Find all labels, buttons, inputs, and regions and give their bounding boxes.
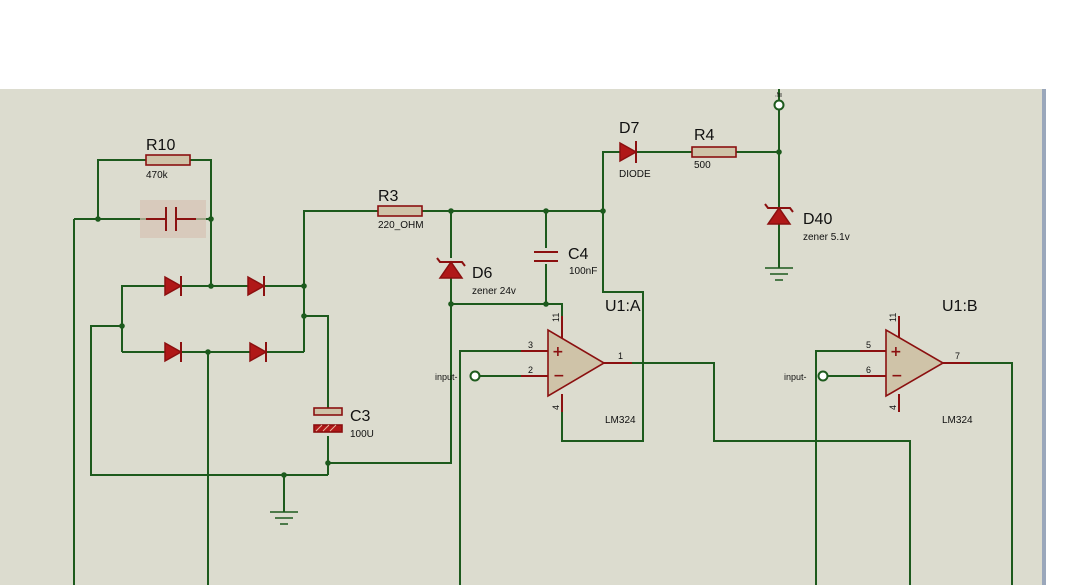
d6-value: zener 24v bbox=[472, 286, 516, 297]
u1b-pin-11: 11 bbox=[888, 313, 898, 322]
u1b-minus: − bbox=[891, 368, 903, 384]
bridge-diode-4[interactable] bbox=[249, 341, 268, 363]
c3-value: 100U bbox=[350, 429, 374, 440]
u1b-plus: + bbox=[890, 344, 902, 360]
input-a-label: input- bbox=[435, 372, 458, 382]
r3-ref: R3 bbox=[378, 188, 399, 205]
u1a-minus: − bbox=[553, 368, 565, 384]
input-terminal-b[interactable]: input- bbox=[784, 370, 829, 383]
c4-value: 100nF bbox=[569, 266, 597, 277]
d40-value: zener 5.1v bbox=[803, 232, 850, 243]
ground-symbol-d40 bbox=[765, 267, 793, 281]
u1b-value: LM324 bbox=[942, 415, 973, 426]
c3-ref: C3 bbox=[350, 408, 371, 425]
top-terminal[interactable]: ir bbox=[773, 89, 785, 111]
input-terminal-a[interactable]: input- bbox=[435, 370, 481, 383]
u1b-pin-6: 6 bbox=[866, 365, 871, 375]
bridge-diode-2[interactable] bbox=[247, 275, 266, 297]
window-border bbox=[1042, 89, 1046, 585]
r10-ref: R10 bbox=[146, 137, 175, 154]
r3-value: 220_OHM bbox=[378, 220, 424, 231]
capacitor-selected[interactable] bbox=[140, 200, 206, 238]
wires bbox=[73, 110, 1013, 585]
d6-ref: D6 bbox=[472, 265, 493, 282]
resistor-r4[interactable]: R4 500 bbox=[691, 127, 737, 171]
u1a-pin-11: 11 bbox=[551, 313, 561, 322]
u1a-value: LM324 bbox=[605, 415, 636, 426]
c4-ref: C4 bbox=[568, 246, 589, 263]
u1a-pin-1: 1 bbox=[618, 351, 623, 361]
capacitor-c4[interactable]: C4 100nF bbox=[534, 246, 597, 277]
d40-ref: D40 bbox=[803, 211, 832, 228]
top-terminal-label: ir bbox=[774, 92, 784, 97]
u1b-pin-4: 4 bbox=[888, 405, 898, 410]
u1a-ref: U1:A bbox=[605, 298, 641, 315]
input-b-label: input- bbox=[784, 372, 807, 382]
u1a-plus: + bbox=[552, 344, 564, 360]
u1a-pin-4: 4 bbox=[551, 405, 561, 410]
d7-ref: D7 bbox=[619, 120, 640, 137]
zener-d40[interactable]: D40 zener 5.1v bbox=[764, 203, 850, 243]
resistor-r10[interactable]: R10 470k bbox=[145, 137, 191, 181]
window-gutter bbox=[1046, 89, 1074, 585]
bridge-diode-3[interactable] bbox=[164, 341, 183, 363]
bridge-diode-1[interactable] bbox=[164, 275, 183, 297]
zener-d6[interactable]: D6 zener 24v bbox=[436, 257, 516, 297]
r4-ref: R4 bbox=[694, 127, 715, 144]
ground-symbol bbox=[270, 511, 298, 525]
u1b-pin-7: 7 bbox=[955, 351, 960, 361]
junctions bbox=[95, 149, 782, 478]
opamp-u1a[interactable]: + − U1:A LM324 11 3 2 1 4 bbox=[521, 298, 641, 426]
resistor-r3[interactable]: R3 220_OHM bbox=[377, 188, 424, 231]
u1b-ref: U1:B bbox=[942, 298, 978, 315]
capacitor-c3[interactable]: C3 100U bbox=[313, 407, 374, 440]
u1a-pin-3: 3 bbox=[528, 340, 533, 350]
opamp-u1b[interactable]: + − U1:B LM324 11 5 6 7 4 bbox=[860, 298, 978, 426]
schematic-sheet[interactable] bbox=[0, 89, 1042, 585]
r10-value: 470k bbox=[146, 170, 169, 181]
u1a-pin-2: 2 bbox=[528, 365, 533, 375]
diode-d7[interactable]: D7 DIODE bbox=[619, 120, 651, 180]
r4-value: 500 bbox=[694, 160, 711, 171]
d7-value: DIODE bbox=[619, 169, 651, 180]
u1b-pin-5: 5 bbox=[866, 340, 871, 350]
